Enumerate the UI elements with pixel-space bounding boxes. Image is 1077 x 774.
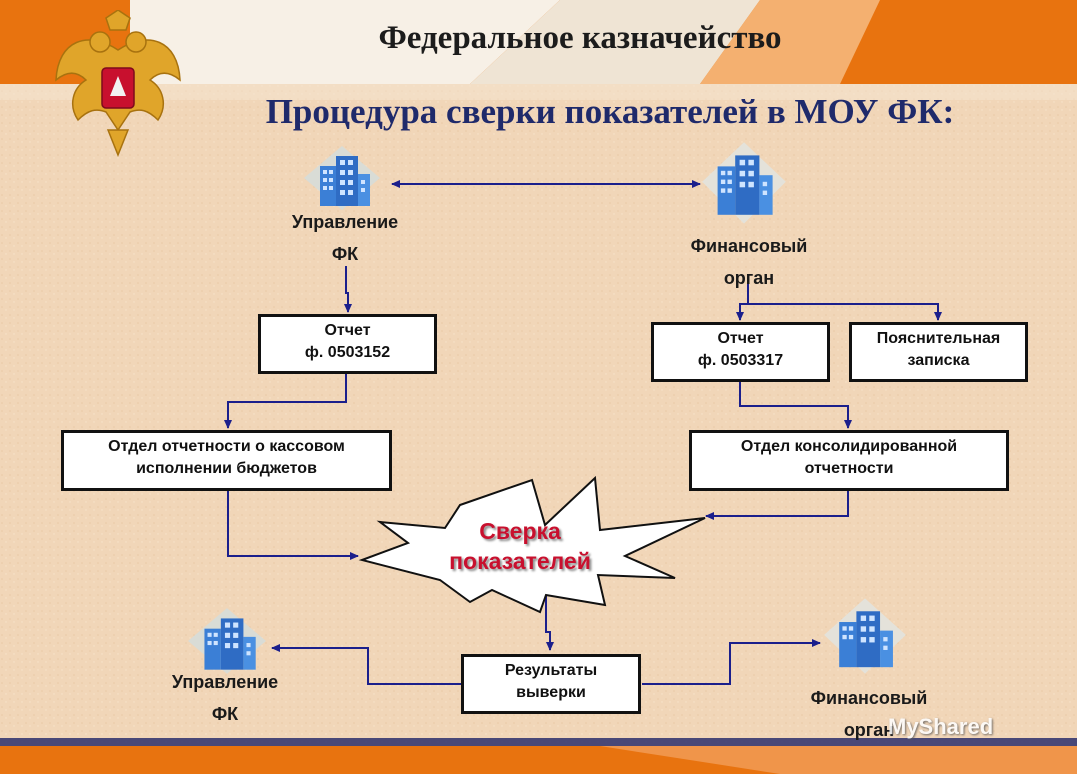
explanatory-note-box: Пояснительная записка xyxy=(849,322,1028,382)
link-dept-right-burst xyxy=(705,491,849,520)
link-uprav-report xyxy=(344,266,352,313)
node-uprav-fk-bottom: Управление ФК xyxy=(142,666,308,730)
box-line: отчетности xyxy=(804,460,894,477)
node-uprav-fk-top: Управление ФК xyxy=(262,206,428,270)
link-report-dept-right xyxy=(739,381,852,429)
box-line: Отчет xyxy=(717,330,764,347)
link-fin-report xyxy=(736,283,749,321)
burst-line: Сверка xyxy=(479,518,561,544)
box-line: Отдел консолидированной xyxy=(740,438,958,455)
node-label-line: Управление xyxy=(171,672,279,692)
building-icon xyxy=(824,598,906,674)
link-burst-results xyxy=(545,595,554,651)
node-fin-organ-bottom: Финансовый орган xyxy=(784,682,954,746)
dept-consolidated-box: Отдел консолидированной отчетности xyxy=(689,430,1009,491)
building-icon xyxy=(188,608,266,674)
link-results-fin xyxy=(642,639,821,685)
node-fin-organ-top: Финансовый орган xyxy=(664,230,834,294)
node-label-line: ФК xyxy=(211,704,239,724)
node-label-line: орган xyxy=(723,268,775,288)
box-line: ф. 0503317 xyxy=(697,352,784,369)
node-label-line: орган xyxy=(843,720,895,740)
box-line: Пояснительная xyxy=(876,330,1001,347)
box-line: выверки xyxy=(516,684,586,701)
report-0503152-box: Отчет ф. 0503152 xyxy=(258,314,437,374)
russian-coat-of-arms-icon xyxy=(55,10,181,158)
burst-line: показателей xyxy=(449,548,591,574)
box-line: записка xyxy=(907,352,970,369)
box-line: исполнении бюджетов xyxy=(136,460,317,477)
reconciliation-label: Сверка показателей xyxy=(420,516,620,576)
results-box: Результаты выверки xyxy=(461,654,641,714)
node-label-line: Финансовый xyxy=(690,236,808,256)
report-0503317-box: Отчет ф. 0503317 xyxy=(651,322,830,382)
header-title: Федеральное казначейство xyxy=(378,20,782,56)
starburst-shape xyxy=(358,475,706,614)
building-icon xyxy=(702,142,786,224)
slide-title: Процедура сверки показателей в МОУ ФК: xyxy=(265,92,955,131)
watermark-text: MyShared xyxy=(888,714,994,739)
node-label-line: ФК xyxy=(331,244,359,264)
link-report-dept-left xyxy=(224,374,347,429)
node-label-line: Финансовый xyxy=(810,688,928,708)
link-dept-left-burst xyxy=(227,491,359,560)
dept-cash-reporting-box: Отдел отчетности о кассовом исполнении б… xyxy=(61,430,392,491)
box-line: ф. 0503152 xyxy=(304,344,391,361)
building-icon xyxy=(304,146,380,210)
watermark: MyShared xyxy=(888,714,993,740)
box-line: Отчет xyxy=(324,322,371,339)
box-line: Результаты xyxy=(504,662,598,679)
box-line: Отдел отчетности о кассовом xyxy=(108,438,345,455)
link-fin-note xyxy=(748,303,942,321)
node-label-line: Управление xyxy=(291,212,399,232)
link-results-uprav xyxy=(271,644,461,685)
